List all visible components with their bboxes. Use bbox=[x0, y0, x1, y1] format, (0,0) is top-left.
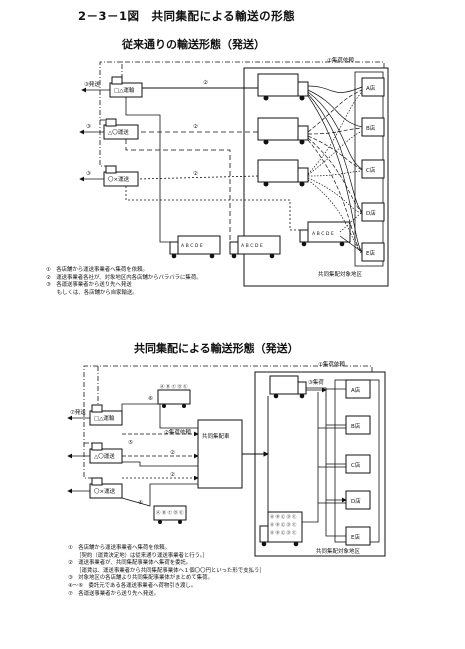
top-pickup-mark-2: ② bbox=[193, 124, 198, 130]
top-note-2: ② 運送事業者各社が、対象地区内各店舗からバラバラに集荷。 bbox=[46, 274, 202, 281]
bottom-collect-label: ③集荷 bbox=[308, 380, 324, 386]
top-truck-1 bbox=[257, 73, 299, 97]
bottom-carrier-3: 〇×運送 bbox=[94, 489, 116, 495]
top-note-1: ① 各店舗から運送事業者へ集荷を依頼。 bbox=[46, 267, 148, 273]
bottom-area-box bbox=[254, 371, 386, 557]
bottom-note-7: ⑦ 各運送事業者から送り先へ発送。 bbox=[68, 590, 160, 597]
bottom-mark-4: ④ bbox=[138, 500, 143, 506]
top-note-4: もしくは、各店舗から自家輸送。 bbox=[46, 289, 138, 296]
top-carrier-1: □△運輸 bbox=[114, 88, 135, 94]
top-notes: ① 各店舗から運送事業者へ集荷を依頼。 ② 運送事業者各社が、対象地区内各店舗か… bbox=[46, 267, 202, 297]
bottom-note-5: ③ 対象地区の各店舗より共同集配事業体がまとめて集荷。 bbox=[68, 575, 213, 582]
bottom-store-d-label: D店 bbox=[351, 499, 361, 505]
top-pickup-mark-3: ② bbox=[193, 171, 198, 177]
top-carrier-3: 〇×運送 bbox=[108, 177, 130, 183]
bottom-handover-cargo-2: Ⓐ Ⓑ Ⓒ Ⓓ Ⓔ bbox=[156, 511, 184, 516]
bottom-handover-truck-1 bbox=[157, 389, 191, 405]
bottom-store-e-label: E店 bbox=[351, 535, 360, 541]
figure-title: 2－3－1図 共同集配による輸送の形態 bbox=[78, 9, 296, 23]
bottom-area-cargo-3: Ⓐ Ⓑ Ⓒ Ⓓ Ⓔ bbox=[270, 530, 297, 535]
top-truck-2 bbox=[257, 117, 299, 141]
bottom-pickup-request-label: ②集荷依頼 bbox=[164, 430, 191, 436]
bottom-carrier-2: △〇運送 bbox=[94, 454, 115, 460]
bottom-mark-2b: ② bbox=[170, 472, 175, 478]
bottom-area-cargo-2: Ⓐ Ⓑ Ⓒ Ⓓ Ⓔ bbox=[270, 522, 297, 527]
top-request-line bbox=[121, 61, 385, 77]
top-pickup-line-3 bbox=[137, 175, 259, 180]
bottom-mark-5: ⑤ bbox=[128, 440, 133, 446]
top-trucks bbox=[169, 73, 351, 259]
bottom-note-1: ① 各店舗から運送事業者へ集荷を依頼。 bbox=[68, 545, 170, 551]
bottom-carrier-1: □△運輸 bbox=[94, 416, 115, 422]
bottom-area-label: 共同集配対象地区 bbox=[316, 549, 361, 555]
bottom-area-cargo-1: Ⓐ Ⓑ Ⓒ Ⓓ Ⓔ bbox=[270, 514, 297, 519]
top-note-3: ③ 各運送事業者から送り先へ発送 bbox=[46, 282, 132, 289]
top-truck-4-cargo: A B C D E bbox=[312, 232, 334, 237]
bottom-store-c-label: C店 bbox=[351, 463, 361, 469]
top-store-c-label: C店 bbox=[366, 168, 376, 174]
bottom-mark-6: ⑥ bbox=[148, 396, 153, 402]
hub-box bbox=[197, 419, 243, 489]
bottom-store-b-label: B店 bbox=[351, 424, 361, 430]
top-store-e-label: E店 bbox=[366, 251, 375, 257]
bottom-request-line bbox=[97, 365, 373, 405]
top-ship-mark-2: ③ bbox=[86, 124, 91, 130]
bottom-note-3: ② 運送事業者が、共同集配事業体へ集荷を委託。 bbox=[68, 560, 192, 567]
top-store-d-label: D店 bbox=[366, 211, 376, 217]
top-truck-6-cargo: A B C D E bbox=[181, 244, 203, 249]
hub-label: 共同集配車 bbox=[202, 434, 230, 440]
bottom-mark-2a: ② bbox=[170, 450, 175, 456]
bottom-request-label: ①集荷依頼 bbox=[318, 362, 345, 368]
bottom-notes: ① 各店舗から運送事業者へ集荷を依頼。 ［契約（運賃決定地）は従来通り運送事業者… bbox=[68, 545, 265, 598]
top-ship-mark-3: ③ bbox=[86, 171, 91, 177]
bottom-note-2: ［契約（運賃決定地）は従来通り運送事業者と行う。］ bbox=[68, 552, 208, 559]
bottom-store-a-label: A店 bbox=[351, 388, 361, 394]
top-truck-5-cargo: A B C D E bbox=[241, 244, 263, 249]
bottom-note-6: ④～⑥ 委託元である各運送事業者へ荷物引き渡し。 bbox=[68, 582, 197, 589]
bottom-handover-cargo-1: Ⓐ Ⓑ Ⓒ Ⓓ Ⓔ bbox=[160, 385, 188, 390]
bottom-ship-label: ⑦発送 bbox=[70, 410, 86, 416]
top-truck-3 bbox=[257, 159, 299, 183]
top-carrier-2: △〇運送 bbox=[108, 130, 129, 136]
top-diagram-title: 従来通りの輸送形態（発送） bbox=[122, 38, 265, 51]
top-ship-label: ③発送 bbox=[84, 82, 100, 88]
top-area-label: 共同集配対象地区 bbox=[318, 272, 363, 278]
top-request-label: ①集荷依頼 bbox=[327, 58, 354, 64]
top-pickup-mark-1: ② bbox=[203, 80, 208, 86]
bottom-note-4: ［運賃は、運送事業者から共同集配事業体へ１個〇〇円といった形で支払う］ bbox=[68, 567, 265, 574]
top-store-a-label: A店 bbox=[366, 86, 376, 92]
bottom-truck-top bbox=[269, 375, 299, 395]
bottom-diagram-title: 共同集配による輸送形態（発送） bbox=[134, 342, 299, 355]
top-store-b-label: B店 bbox=[366, 126, 376, 132]
